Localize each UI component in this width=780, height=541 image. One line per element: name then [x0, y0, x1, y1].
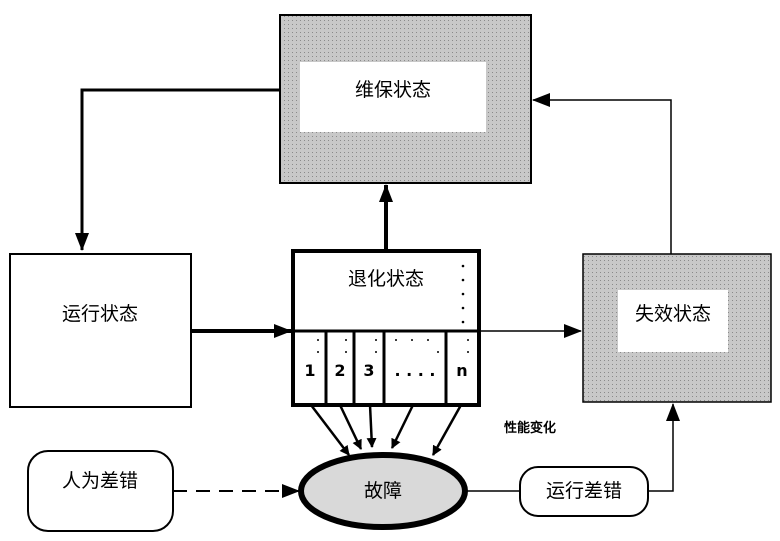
degraded-state-box: 退化状态 1 2 3 . . . .: [291, 249, 481, 407]
fault-ellipse: 故障: [298, 452, 468, 530]
arrow-maintenance-to-operating: [75, 88, 280, 251]
degradation-cells: 1 2 3 . . . . n: [304, 331, 469, 405]
arrow-cell3-to-fault: [366, 404, 377, 448]
performance-change-label: 性能变化: [504, 420, 556, 436]
degradation-cell-1: 1: [304, 361, 315, 380]
degradation-cell-n: n: [456, 361, 467, 380]
degradation-cell-2: 2: [334, 361, 345, 380]
operating-state-label: 运行状态: [62, 303, 138, 325]
operating-error-label: 运行差错: [546, 480, 622, 502]
human-error-box: 人为差错: [27, 450, 174, 532]
maintenance-state-box: 维保状态: [279, 14, 532, 184]
failure-state-box: 失效状态: [582, 253, 772, 403]
connectors: [75, 88, 680, 498]
arrow-failure-to-maintenance: [532, 93, 672, 254]
arrow-operating-error-to-failure: [648, 403, 680, 492]
arrow-cellx-to-fault: [390, 404, 415, 449]
degradation-cell-ellipsis: . . . .: [394, 361, 435, 380]
fault-label: 故障: [364, 480, 402, 502]
degraded-dots: [461, 264, 465, 324]
arrow-celln-to-fault: [431, 404, 463, 456]
degradation-cell-3: 3: [363, 361, 374, 380]
human-error-label: 人为差错: [62, 470, 138, 492]
operating-state-box: 运行状态: [9, 253, 192, 408]
degraded-state-label: 退化状态: [348, 268, 424, 290]
failure-state-label: 失效状态: [635, 303, 711, 325]
maintenance-state-label: 维保状态: [355, 79, 431, 101]
operating-error-box: 运行差错: [519, 466, 649, 517]
arrow-cell1-to-fault: [310, 404, 350, 456]
arrow-cell2-to-fault: [338, 404, 363, 450]
